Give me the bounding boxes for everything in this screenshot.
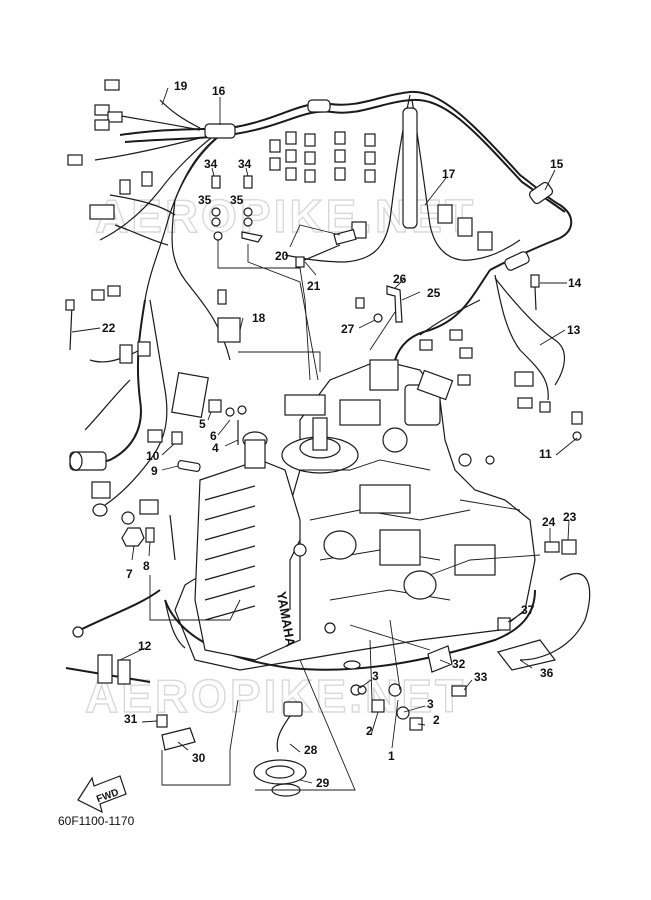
callout-28: 28 [304,743,318,757]
callout-36: 36 [540,666,554,680]
callout-21: 21 [307,279,321,293]
callout-1: 1 [388,749,395,763]
right-wire-harness [394,269,565,413]
callout-2-right: 2 [433,713,440,727]
callout-13: 13 [567,323,581,337]
leader-lines [71,87,578,791]
callout-37: 37 [521,603,535,617]
callout-3-lower: 3 [427,697,434,711]
callout-9: 9 [151,464,158,478]
connector-group-upper [269,131,493,251]
connector-plug-left [69,451,107,471]
callout-12: 12 [138,639,152,653]
callout-25: 25 [427,286,441,300]
callout-8: 8 [143,559,150,573]
callout-34-left: 34 [204,157,218,171]
callout-26: 26 [393,272,407,286]
callout-11: 11 [539,447,552,461]
callout-15: 15 [550,157,564,171]
drawing-code: 60F1100-1170 [58,814,135,828]
fwd-direction-arrow: FWD [77,775,127,814]
callout-17: 17 [442,167,456,181]
callout-22: 22 [102,321,116,335]
callout-29: 29 [316,776,330,790]
engine-block: YAMAHA [164,359,536,671]
callout-5: 5 [199,417,206,431]
callout-16: 16 [212,84,226,98]
callout-27: 27 [341,322,355,336]
callout-35-right: 35 [230,193,244,207]
callout-18: 18 [252,311,266,325]
left-wire-harness [69,299,209,525]
callout-3-upper: 3 [372,669,379,683]
callout-23: 23 [563,510,577,524]
callout-6: 6 [210,429,217,443]
callout-32: 32 [452,657,466,671]
callout-14: 14 [568,276,582,290]
callout-35-left: 35 [198,193,212,207]
callout-19: 19 [174,79,188,93]
small-parts [65,175,591,797]
callout-20: 20 [275,249,289,263]
watermark-text-top: AEROPIKE.NET [95,190,476,242]
callout-33: 33 [474,670,488,684]
upper-wire-harness [67,79,573,361]
callout-24: 24 [542,515,556,529]
callout-34-right: 34 [238,157,252,171]
callout-7: 7 [126,567,133,581]
callout-labels: 19 16 34 34 35 35 17 15 20 21 26 25 27 1… [102,79,582,790]
callout-10: 10 [146,449,160,463]
callout-4: 4 [212,441,219,455]
callout-30: 30 [192,751,206,765]
cover-fins [204,485,256,621]
callout-2-left: 2 [366,724,373,738]
callout-31: 31 [124,712,138,726]
